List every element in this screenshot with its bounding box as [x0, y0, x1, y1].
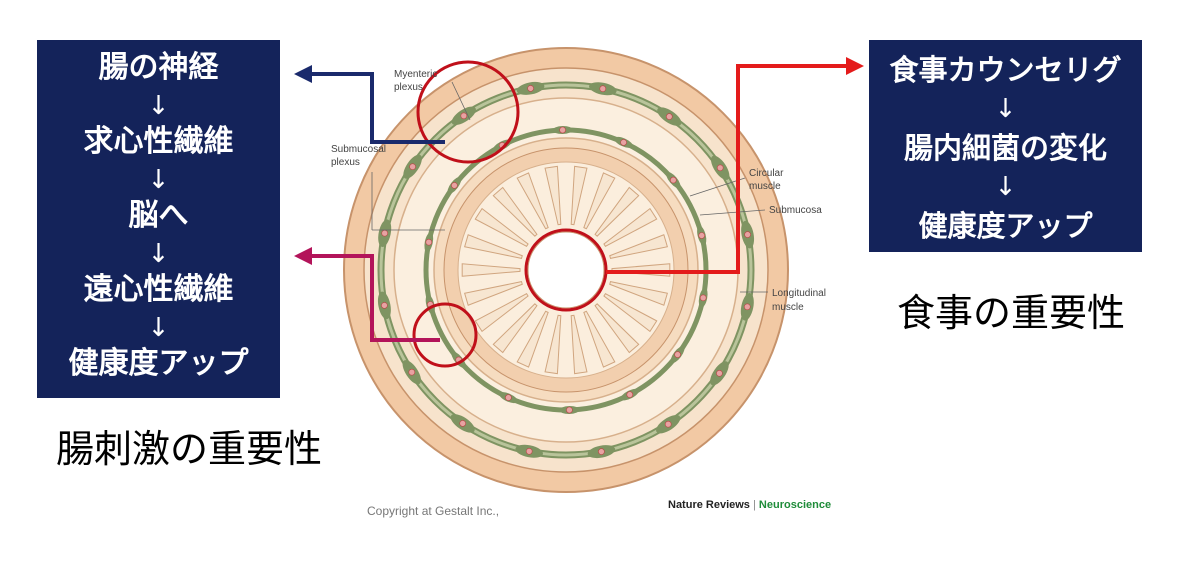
step-gut-nerves: 腸の神経: [98, 50, 219, 85]
down-arrow-icon: ↓: [147, 313, 170, 343]
villus: [474, 293, 529, 333]
villus: [544, 165, 562, 226]
copyright-notice: Copyright at Gestalt Inc.,: [367, 504, 500, 518]
neuron-dot: [559, 126, 566, 134]
myenteric-label-1: Myenteric: [394, 69, 437, 80]
villus: [516, 310, 549, 368]
step-gut-bacteria-change: 腸内細菌の変化: [903, 131, 1107, 165]
neuron-dot: [525, 447, 533, 455]
villus: [570, 165, 588, 226]
neuron-dot: [626, 391, 634, 398]
villus: [603, 207, 658, 247]
villus: [492, 303, 538, 354]
label-leaders: [371, 81, 768, 293]
red-arrowhead: [846, 57, 864, 75]
diet-importance-caption: 食事の重要性: [897, 291, 1126, 335]
submucosal-highlight-circle: [412, 302, 478, 368]
neuron-dot: [527, 85, 534, 92]
journal-credit: Nature Reviews | Neuroscience: [668, 499, 831, 511]
down-arrow-icon: ↓: [994, 172, 1017, 202]
lumen: [527, 231, 605, 309]
circular-label-2: muscle: [749, 181, 781, 192]
neuron-dot: [409, 163, 416, 170]
neuron-dot: [743, 303, 751, 311]
villus: [461, 263, 521, 277]
step-health-up: 健康度アップ: [918, 209, 1093, 243]
down-arrow-icon: ↓: [994, 94, 1017, 124]
neuron-dot: [698, 232, 706, 239]
diet-pathway-panel: 食事カウンセリグ ↓ 腸内細菌の変化 ↓ 健康度アップ: [869, 40, 1142, 252]
step-health-up: 健康度アップ: [68, 346, 249, 381]
journal-separator: |: [753, 499, 756, 511]
neuron-dot: [381, 302, 388, 309]
down-arrow-icon: ↓: [147, 165, 170, 195]
villus: [474, 207, 529, 247]
magenta-connector-arrow: [310, 254, 440, 342]
submucosal-label-1: Submucosal: [331, 144, 386, 155]
longitudinal-label-1: Longitudinal: [772, 288, 826, 299]
villus: [583, 172, 616, 230]
neuron-dot: [599, 85, 607, 92]
neuron-dot: [460, 112, 468, 120]
step-afferent-fibers: 求心性繊維: [83, 124, 234, 159]
villus: [492, 186, 538, 237]
neuron-dot: [598, 448, 605, 455]
circular-label-1: Circular: [749, 168, 784, 179]
neuron-dot: [716, 369, 723, 377]
villus: [464, 234, 523, 259]
myenteric-highlight-circle: [416, 60, 520, 164]
journal-name: Nature Reviews: [668, 499, 750, 511]
neuron-dot: [505, 394, 512, 401]
red-connector-arrow: [606, 64, 848, 274]
longitudinal-label-2: muscle: [772, 302, 804, 313]
nerve-pathway-panel: 腸の神経 ↓ 求心性繊維 ↓ 脳へ ↓ 遠心性繊維 ↓ 健康度アップ: [37, 40, 280, 398]
neuron-dot: [744, 231, 751, 238]
step-diet-counseling: 食事カウンセリグ: [889, 53, 1122, 87]
villus: [609, 281, 668, 306]
magenta-arrowhead: [294, 247, 312, 265]
villus: [594, 186, 640, 237]
villus: [594, 303, 640, 354]
neuron-dot: [716, 164, 724, 172]
step-to-brain: 脳へ: [128, 198, 189, 233]
step-efferent-fibers: 遠心性繊維: [83, 272, 234, 307]
villus: [603, 293, 658, 333]
neuron-dot: [669, 176, 677, 184]
neuron-dot: [381, 229, 389, 237]
villus: [609, 234, 668, 259]
navy-connector-arrow: [310, 72, 445, 144]
down-arrow-icon: ↓: [147, 91, 170, 121]
villus: [544, 314, 562, 375]
submucosal-label-2: plexus: [331, 157, 360, 168]
navy-arrowhead: [294, 65, 312, 83]
villus: [516, 172, 549, 230]
submucosa-label: Submucosa: [769, 205, 822, 216]
neuron-dot: [674, 351, 681, 358]
neuron-dot: [620, 139, 627, 146]
villus: [464, 281, 523, 306]
neuron-dot: [459, 420, 467, 427]
neuron-dot: [425, 238, 433, 246]
neuron-dot: [664, 420, 672, 428]
villus: [583, 310, 616, 368]
gut-stimulation-caption: 腸刺激の重要性: [56, 427, 323, 471]
neuron-dot: [699, 294, 707, 302]
down-arrow-icon: ↓: [147, 239, 170, 269]
myenteric-label-2: plexus: [394, 82, 423, 93]
villus: [570, 314, 588, 375]
journal-section: Neuroscience: [758, 499, 832, 511]
neuron-dot: [665, 113, 673, 120]
neuron-dot: [408, 368, 416, 376]
neuron-dot: [566, 406, 573, 414]
neuron-dot: [451, 182, 458, 189]
